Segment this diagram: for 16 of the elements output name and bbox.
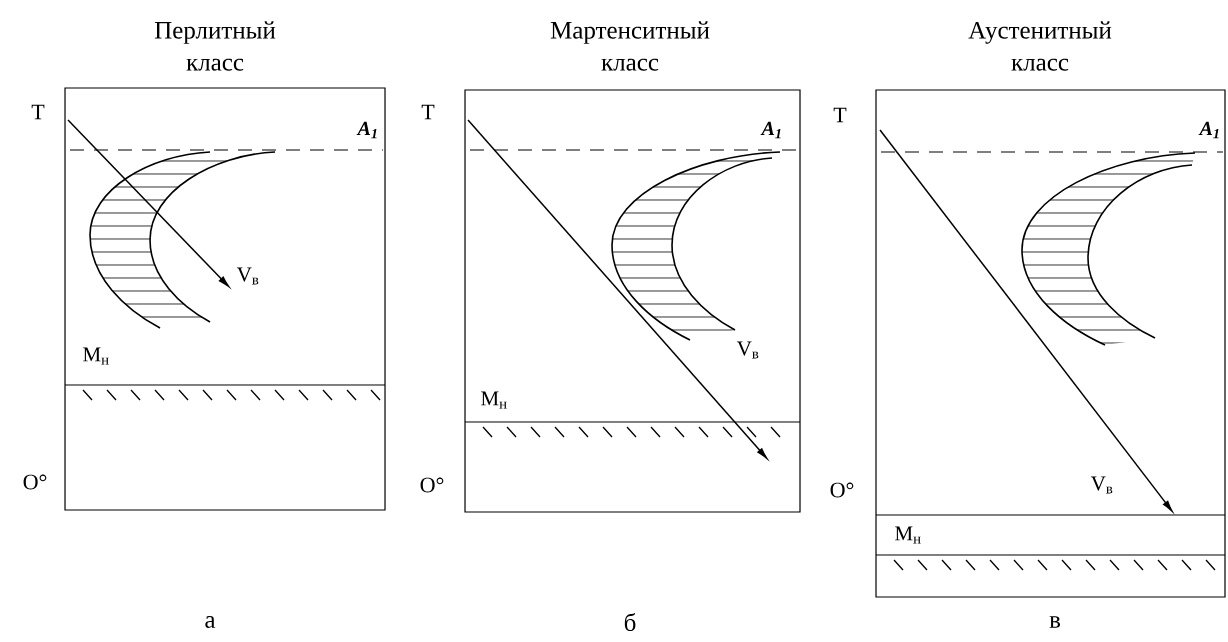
panel-title: Аустенитный класс (968, 21, 1112, 71)
panel-letter: б (624, 612, 636, 632)
panel-title: Мартенситный класс (550, 21, 710, 71)
line-label: A$_{1}$ (356, 121, 377, 139)
axis-label: T (833, 107, 847, 123)
axis-label: O° (830, 482, 854, 498)
line-label: A$_{1}$ (1198, 121, 1219, 139)
panel-letter: а (205, 616, 216, 628)
axis-label: T (31, 104, 45, 120)
curve-label: V$_{в}$ (1090, 476, 1113, 494)
axis-label: O° (420, 477, 444, 493)
line-label: М$_{н}$ (83, 347, 109, 365)
line-label: М$_{н}$ (895, 526, 921, 544)
axis-label: T (421, 104, 435, 120)
panel-title: Перлитный класс (154, 21, 276, 71)
curve-label: V$_{в}$ (236, 267, 259, 285)
